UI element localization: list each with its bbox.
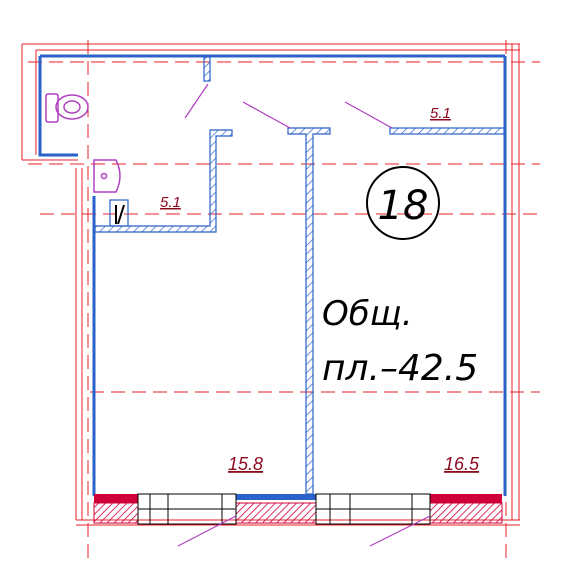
- toilet-icon: [45, 93, 89, 123]
- apartment-number: 18: [378, 183, 429, 229]
- vent-shaft: [115, 204, 125, 225]
- room-area-right: 16.5: [444, 454, 480, 474]
- hatched-walls: [94, 56, 505, 495]
- room-area-bathroom: 5.1: [160, 194, 181, 211]
- total-area-value: пл.–42.5: [322, 348, 478, 389]
- sink-icon: [93, 159, 121, 193]
- window-band: [93, 493, 503, 525]
- total-area-title: Общ.: [322, 294, 413, 334]
- axis-lines: [28, 40, 540, 560]
- walls: [38, 54, 507, 496]
- door-swings: [177, 83, 431, 547]
- apartment-number-badge: 18: [366, 166, 440, 240]
- room-area-hallway: 5.1: [430, 105, 451, 122]
- room-area-left: 15.8: [228, 454, 263, 474]
